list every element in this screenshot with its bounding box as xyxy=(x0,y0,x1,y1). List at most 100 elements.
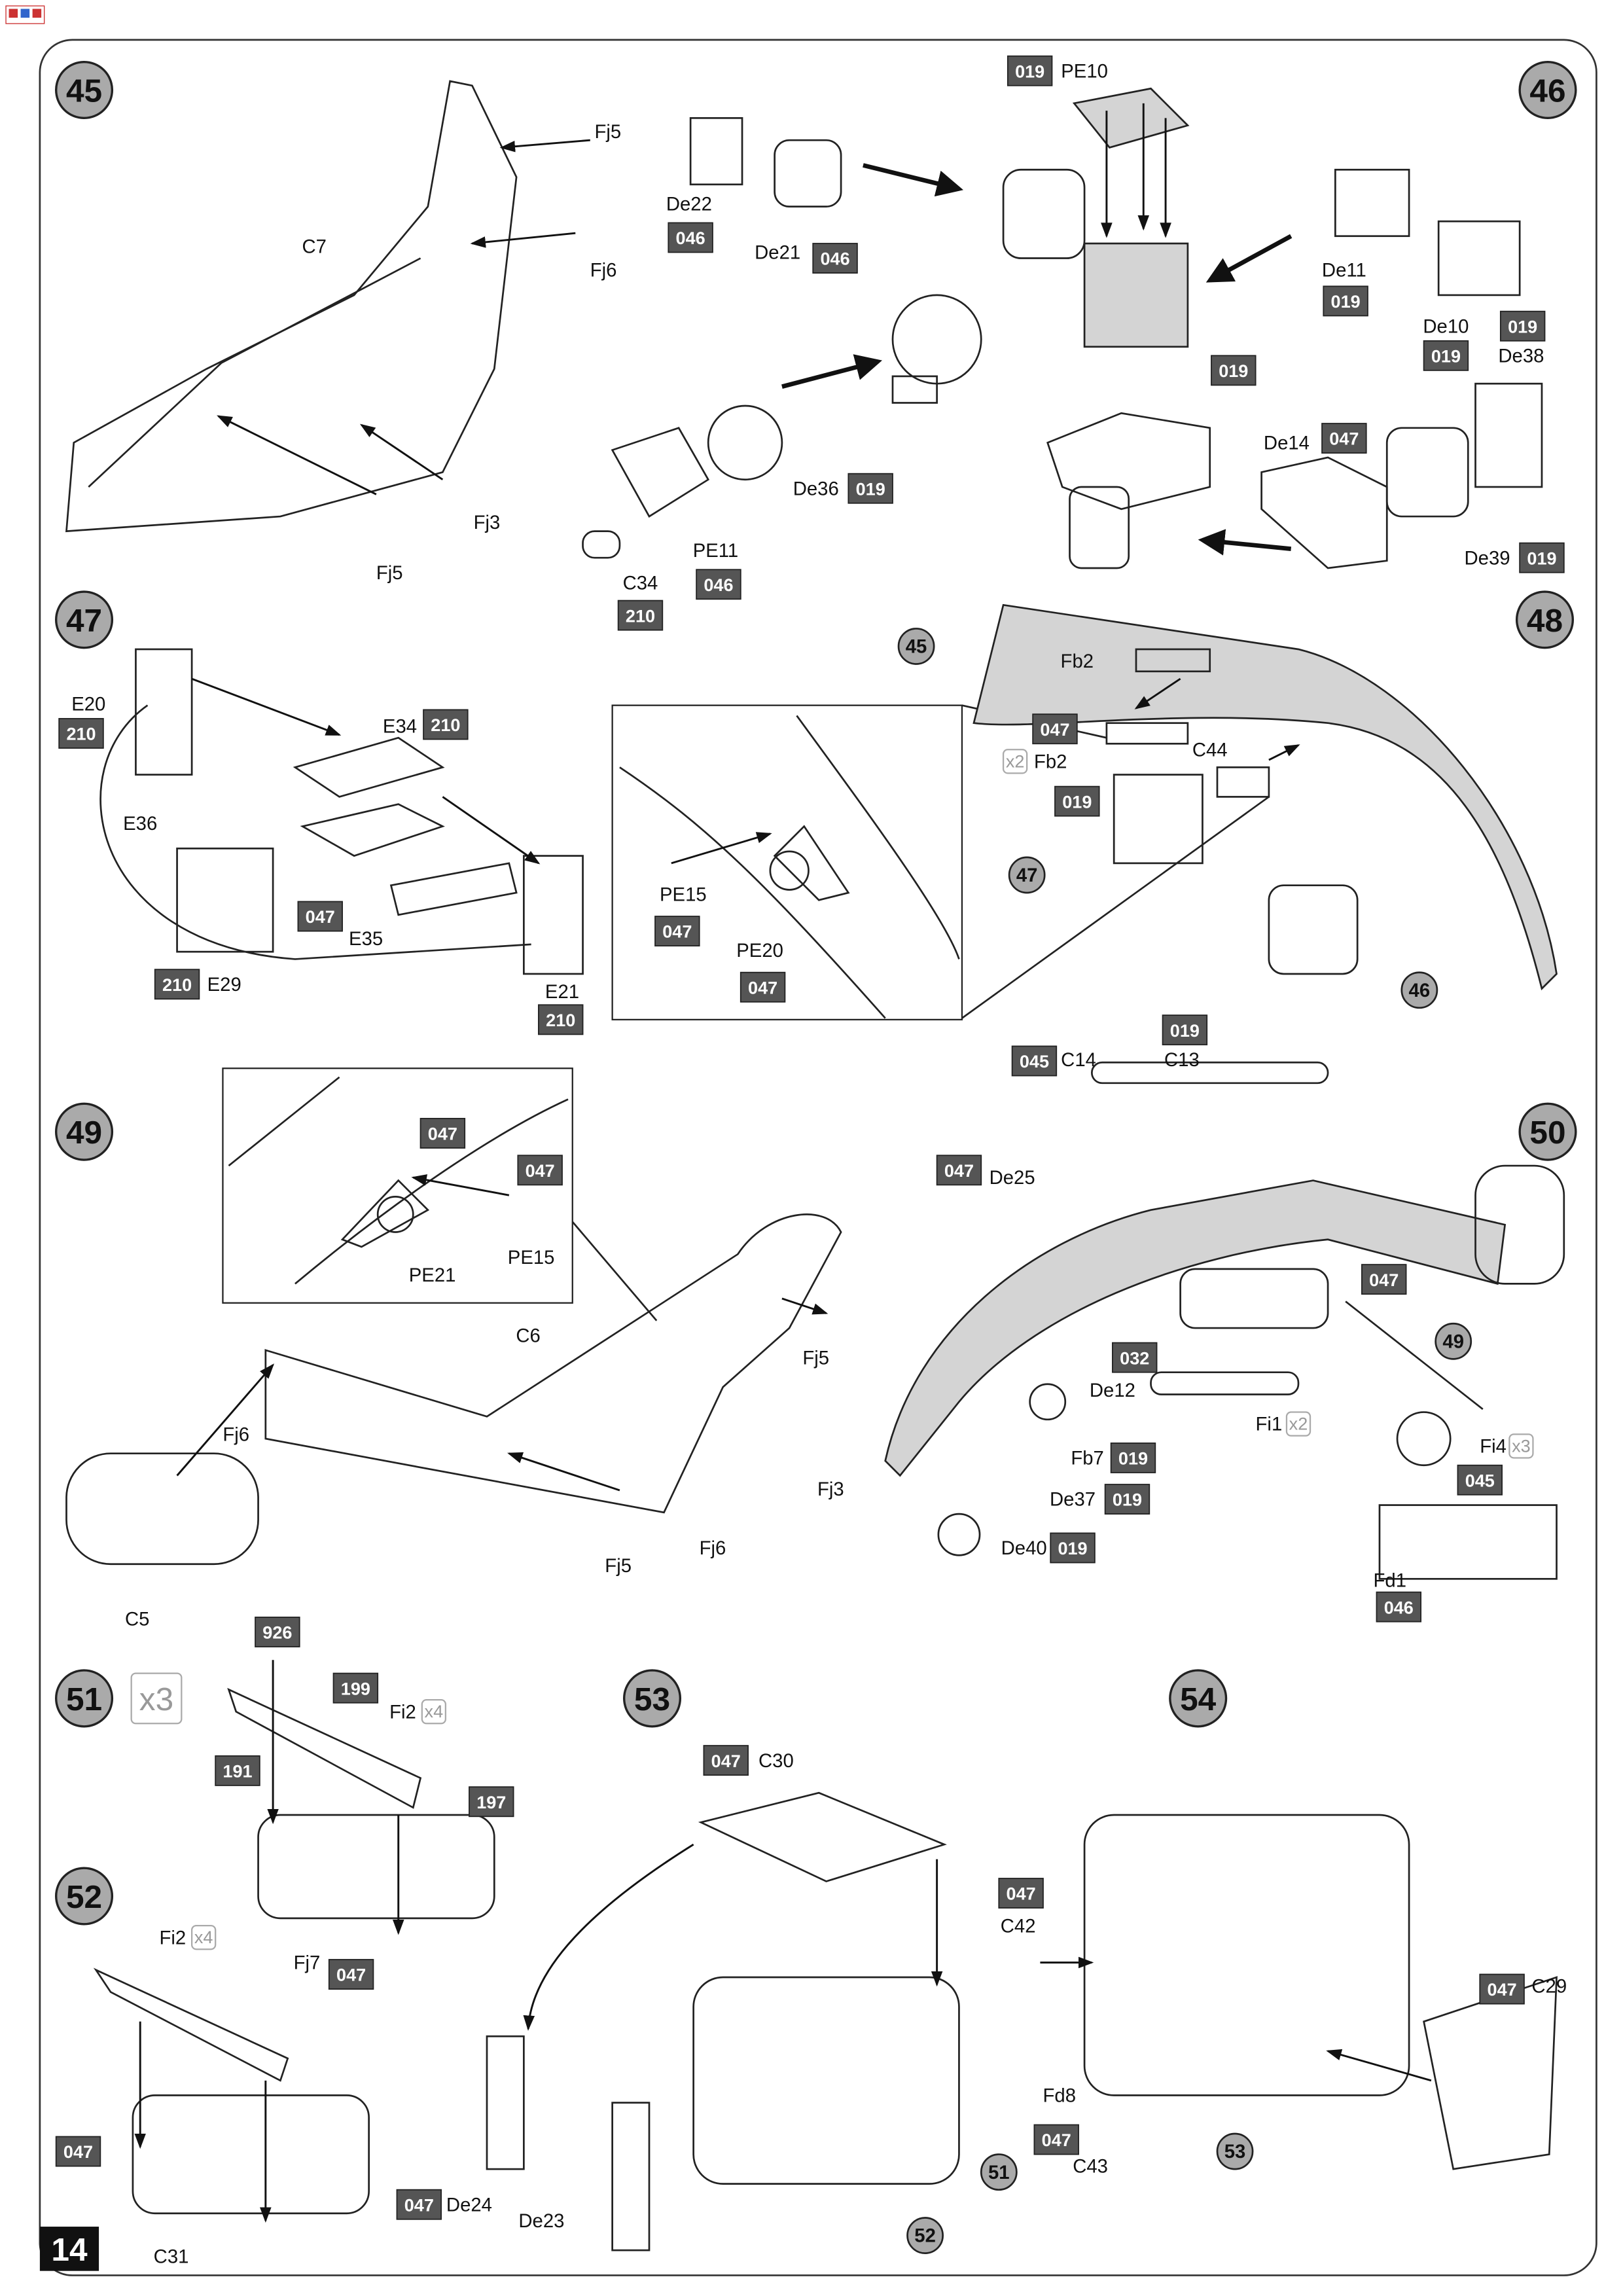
step-circle xyxy=(55,1669,114,1728)
radio-rack-drawing xyxy=(99,648,584,975)
part-label: De10 xyxy=(1423,315,1469,337)
step-number-badge: 47 xyxy=(55,590,114,649)
quantity-multiplier-text: x3 xyxy=(1512,1436,1531,1456)
paint-code-box-text: 047 xyxy=(1007,1884,1036,1904)
paint-code-box: 047 xyxy=(55,2136,101,2167)
part-label-text: Fd1 xyxy=(1374,1570,1406,1592)
part-label: Fi2 xyxy=(159,1927,186,1948)
step-reference-circle: 45 xyxy=(897,628,935,665)
paint-code-box-text: 047 xyxy=(336,1965,366,1985)
part-label-text: PE11 xyxy=(693,540,739,562)
step-number-badge: 52 xyxy=(55,1867,114,1926)
part-label-text: De37 xyxy=(1050,1489,1096,1511)
part-label-text: E20 xyxy=(71,694,105,715)
part-label: Fj3 xyxy=(817,1479,844,1500)
page-number-box: 14 xyxy=(39,2227,99,2271)
paint-code-box: 019 xyxy=(1110,1442,1156,1473)
part-label: PE10 xyxy=(1061,60,1108,82)
paint-code-box-text: 032 xyxy=(1120,1348,1149,1368)
paint-code-box-text: 019 xyxy=(1062,792,1092,812)
part-label-text: Fj6 xyxy=(223,1424,249,1446)
part-label-text: E29 xyxy=(207,974,241,996)
quantity-multiplier: x2 xyxy=(1285,1411,1311,1437)
part-label-text: C13 xyxy=(1164,1049,1200,1071)
part-label: Fb2 xyxy=(1034,751,1067,772)
side-panel-drawing xyxy=(972,603,1558,991)
paint-code-box: 047 xyxy=(396,2189,442,2220)
step-circle xyxy=(622,1669,682,1728)
paint-code-box: 046 xyxy=(668,222,713,253)
paint-code-box: 210 xyxy=(538,1004,584,1035)
paint-code-box-text: 047 xyxy=(711,1751,741,1771)
paint-code-box-text: 046 xyxy=(821,249,850,269)
paint-code-box: 197 xyxy=(469,1786,514,1818)
detail-inset-pe20 xyxy=(611,704,963,1020)
part-label: C30 xyxy=(758,1750,794,1772)
paint-code-box: 019 xyxy=(1323,285,1368,317)
pe21-detail-drawing xyxy=(228,1076,658,1321)
paint-code-box-text: 046 xyxy=(704,575,733,595)
quantity-multiplier: x4 xyxy=(190,1924,217,1950)
part-label-text: De40 xyxy=(1001,1537,1047,1559)
step-reference-circle: 51 xyxy=(980,2153,1018,2191)
part-label: De38 xyxy=(1498,345,1544,367)
step-number-badge-text: 54 xyxy=(1180,1681,1217,1717)
part-label: Fb7 xyxy=(1071,1448,1103,1469)
part-label-text: Fi1 xyxy=(1256,1414,1283,1435)
paint-code-box-text: 047 xyxy=(1042,2130,1071,2150)
part-label: E36 xyxy=(123,813,157,834)
paint-code-box: 046 xyxy=(696,569,741,600)
paint-code-box-text: 019 xyxy=(1331,292,1361,312)
part-label: Fj7 xyxy=(294,1952,321,1974)
paint-code-box-text: 019 xyxy=(1431,346,1461,366)
paint-code-box-text: 046 xyxy=(1384,1598,1414,1617)
paint-code-box-text: 045 xyxy=(1020,1052,1049,1071)
paint-code-box-text: 047 xyxy=(1369,1270,1399,1290)
paint-code-box: 210 xyxy=(58,718,104,749)
part-label: De22 xyxy=(666,193,712,215)
paint-code-box-text: 047 xyxy=(306,907,335,927)
side-panel-assembly-drawing xyxy=(884,1061,1565,1580)
step-circle xyxy=(1518,60,1577,120)
paint-code-box-text: 191 xyxy=(223,1762,252,1782)
paint-code-box: 210 xyxy=(423,709,469,740)
paint-code-box: 047 xyxy=(517,1155,563,1186)
part-label: PE21 xyxy=(409,1265,456,1286)
part-label-text: De14 xyxy=(1264,432,1310,454)
quantity-multiplier-text: x4 xyxy=(194,1928,213,1947)
page-number-box-text: 14 xyxy=(51,2231,88,2268)
part-label: PE15 xyxy=(660,884,707,905)
paint-code-box-text: 199 xyxy=(341,1679,370,1698)
part-label-text: PE21 xyxy=(409,1265,456,1286)
part-label-text: Fi4 xyxy=(1480,1436,1507,1458)
quantity-multiplier: x3 xyxy=(130,1672,183,1725)
part-label: De23 xyxy=(518,2210,564,2232)
paint-code-box-text: 019 xyxy=(1219,361,1248,381)
part-label-text: De22 xyxy=(666,193,712,215)
paint-code-box-text: 047 xyxy=(944,1161,974,1181)
rocket-rack-54-drawing xyxy=(1040,1814,1558,2170)
part-label: C14 xyxy=(1061,1049,1096,1071)
paint-code-box: 047 xyxy=(1033,2124,1079,2155)
paint-code-box: 047 xyxy=(703,1745,749,1776)
paint-code-box: 210 xyxy=(617,600,664,631)
step-reference-circle: 47 xyxy=(1008,856,1046,894)
part-label: Fj3 xyxy=(474,512,501,533)
paint-code-box-text: 019 xyxy=(1527,548,1556,568)
step-number-badge-text: 48 xyxy=(1527,602,1563,639)
step-number-badge: 49 xyxy=(55,1102,114,1161)
step-reference-circle-text: 47 xyxy=(1016,865,1038,886)
paint-code-box: 047 xyxy=(297,901,343,932)
step-number-badge-text: 50 xyxy=(1529,1114,1565,1151)
quantity-multiplier-text: x2 xyxy=(1289,1414,1308,1434)
part-label-text: De10 xyxy=(1423,315,1469,337)
part-label: Fi4 xyxy=(1480,1436,1507,1458)
paint-code-box: 019 xyxy=(1104,1484,1150,1515)
part-label-text: De23 xyxy=(518,2210,564,2232)
rocket-rack-51-drawing xyxy=(227,1660,495,1935)
paint-code-box-text: 210 xyxy=(162,975,192,995)
part-label-text: Fd8 xyxy=(1043,2085,1076,2107)
part-label-text: De21 xyxy=(755,242,800,264)
paint-code-box-text: 047 xyxy=(428,1124,457,1144)
